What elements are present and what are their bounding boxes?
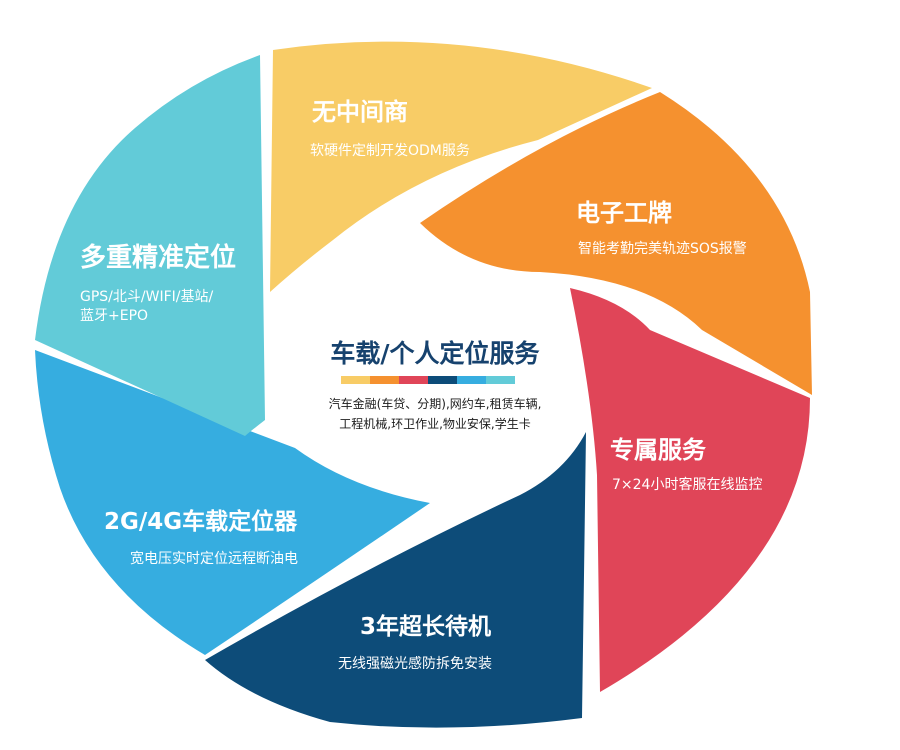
segment-red-title: 专属服务 bbox=[610, 436, 706, 464]
segment-yellow-subtitle: 软硬件定制开发ODM服务 bbox=[310, 143, 470, 159]
segment-yellow bbox=[270, 41, 652, 292]
segment-red-subtitle: 7×24小时客服在线监控 bbox=[612, 477, 763, 493]
segment-blue bbox=[35, 350, 430, 655]
segment-red bbox=[570, 288, 810, 692]
strip-blue bbox=[457, 376, 486, 384]
strip-navy bbox=[428, 376, 457, 384]
segment-orange bbox=[420, 92, 812, 395]
segment-blue-subtitle: 宽电压实时定位远程断油电 bbox=[130, 551, 298, 567]
segment-teal-title: 多重精准定位 bbox=[80, 243, 237, 273]
strip-yellow bbox=[341, 376, 370, 384]
segment-navy-subtitle: 无线强磁光感防拆免安装 bbox=[338, 656, 492, 672]
center-description: 汽车金融(车贷、分期),网约车,租赁车辆, 工程机械,环卫作业,物业安保,学生卡 bbox=[290, 394, 580, 434]
segment-teal-subtitle-1: GPS/北斗/WIFI/基站/ bbox=[80, 289, 214, 305]
segment-orange-subtitle: 智能考勤完美轨迹SOS报警 bbox=[578, 241, 747, 257]
center-description-line1: 汽车金融(车贷、分期),网约车,租赁车辆, bbox=[328, 397, 542, 411]
segment-navy-title: 3年超长待机 bbox=[360, 614, 492, 640]
segment-blue-title: 2G/4G车载定位器 bbox=[104, 509, 298, 535]
color-strip bbox=[341, 376, 515, 384]
segment-yellow-title: 无中间商 bbox=[312, 98, 408, 126]
strip-red bbox=[399, 376, 428, 384]
strip-orange bbox=[370, 376, 399, 384]
center-description-line2: 工程机械,环卫作业,物业安保,学生卡 bbox=[339, 417, 531, 431]
segment-teal bbox=[35, 55, 265, 436]
segment-navy bbox=[205, 432, 586, 728]
segment-orange-title: 电子工牌 bbox=[576, 199, 672, 227]
strip-teal bbox=[486, 376, 515, 384]
segment-teal-subtitle-2: 蓝牙+EPO bbox=[80, 308, 149, 324]
center-title: 车载/个人定位服务 bbox=[330, 339, 540, 368]
